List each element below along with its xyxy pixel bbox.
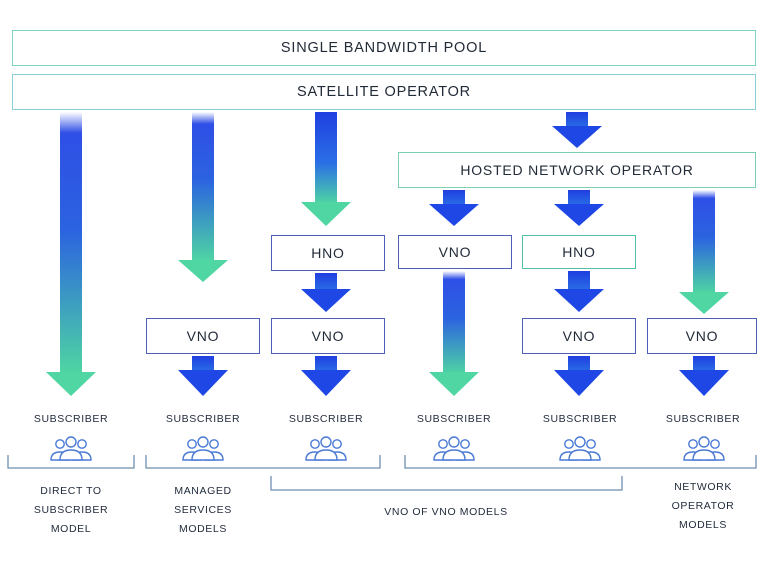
model-line: NETWORK <box>674 481 732 493</box>
arrow-hosted-to-hno <box>554 190 604 226</box>
arrow-hosted-to-network-vno <box>679 190 729 314</box>
subscriber-group-icon <box>50 436 92 461</box>
single-bandwidth-pool-box: SINGLE BANDWIDTH POOL <box>12 30 756 66</box>
subscriber-label-3: SUBSCRIBER <box>288 413 364 425</box>
subscriber-label-6: SUBSCRIBER <box>665 413 741 425</box>
satellite-operator-box: SATELLITE OPERATOR <box>12 74 756 110</box>
managed-services-models-label: MANAGED SERVICES MODELS <box>143 482 263 539</box>
vno-of-vno-models-label: VNO OF VNO MODELS <box>384 506 508 518</box>
arrow-vno-to-subscriber-long <box>429 271 479 396</box>
hno-label: HNO <box>311 245 345 261</box>
single-bandwidth-pool-label: SINGLE BANDWIDTH POOL <box>280 40 488 56</box>
hno-label: HNO <box>562 244 596 260</box>
vno-label: VNO <box>438 244 472 260</box>
subscriber-group-icon <box>559 436 601 461</box>
vno-box-hosted-left: VNO <box>398 235 512 269</box>
model-line: SERVICES <box>174 504 232 516</box>
vno-box-managed-services: VNO <box>146 318 260 354</box>
subscriber-label-4: SUBSCRIBER <box>416 413 492 425</box>
arrow-to-managed-vno <box>178 112 228 282</box>
model-line: MANAGED <box>174 485 232 497</box>
arrow-direct-to-subscriber <box>46 112 96 396</box>
model-line: OPERATOR <box>671 500 735 512</box>
network-operator-models-label: NETWORK OPERATOR MODELS <box>643 478 763 535</box>
hosted-network-operator-label: HOSTED NETWORK OPERATOR <box>460 162 694 178</box>
subscriber-label-1: SUBSCRIBER <box>33 413 109 425</box>
vno-label: VNO <box>186 328 220 344</box>
vno-box-under-hno: VNO <box>271 318 385 354</box>
arrow-hosted-to-vno <box>429 190 479 226</box>
hno-box-hosted: HNO <box>522 235 636 269</box>
bracket-managed <box>145 455 381 469</box>
satellite-operator-label: SATELLITE OPERATOR <box>297 84 471 100</box>
vno-box-network-operator: VNO <box>647 318 757 354</box>
hno-box-managed: HNO <box>271 235 385 271</box>
arrow-to-hno <box>301 112 351 226</box>
arrow-hosted-vno-to-subscriber <box>554 356 604 396</box>
vno-box-under-hosted-hno: VNO <box>522 318 636 354</box>
subscriber-group-icon <box>433 436 475 461</box>
subscriber-label-5: SUBSCRIBER <box>542 413 618 425</box>
model-line: SUBSCRIBER <box>33 504 109 516</box>
arrow-vno-to-subscriber <box>301 356 351 396</box>
hosted-network-operator-box: HOSTED NETWORK OPERATOR <box>398 152 756 188</box>
vno-label: VNO <box>562 328 596 344</box>
bracket-vno-of-vno-top <box>404 455 757 469</box>
arrow-network-vno-to-subscriber <box>679 356 729 396</box>
direct-to-subscriber-model-label: DIRECT TO SUBSCRIBER MODEL <box>11 482 131 539</box>
arrow-hno-to-vno <box>301 273 351 312</box>
model-line: DIRECT TO <box>40 485 102 497</box>
vno-label: VNO <box>685 328 719 344</box>
subscriber-group-icon <box>182 436 224 461</box>
subscriber-label-2: SUBSCRIBER <box>165 413 241 425</box>
vno-label: VNO <box>311 328 345 344</box>
arrow-to-hosted-operator <box>552 112 602 148</box>
bracket-direct <box>7 455 135 469</box>
bracket-vno-of-vno-bottom <box>270 476 623 491</box>
arrow-managed-vno-to-subscriber <box>178 356 228 396</box>
model-line: MODELS <box>179 523 227 535</box>
model-line: MODEL <box>50 523 92 535</box>
subscriber-group-icon <box>683 436 725 461</box>
subscriber-group-icon <box>305 436 347 461</box>
model-line: MODELS <box>679 519 727 531</box>
arrow-hosted-hno-to-vno <box>554 271 604 312</box>
